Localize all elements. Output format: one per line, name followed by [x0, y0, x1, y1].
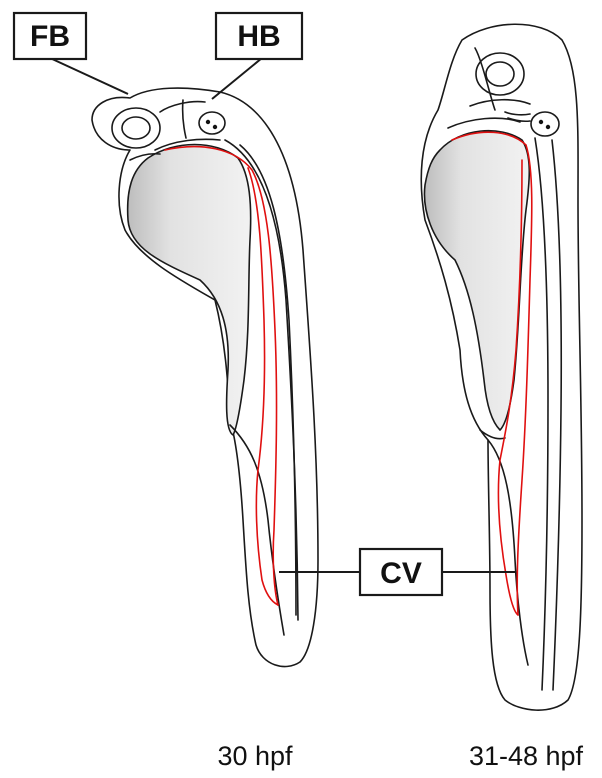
embryo-30hpf-otic-vesicle	[199, 112, 225, 134]
embryo-31-48hpf-otic-vesicle	[531, 112, 559, 136]
stage-label-30hpf: 30 hpf	[217, 741, 293, 771]
hb-leader-line	[212, 58, 262, 99]
stage-label-31-48hpf: 31-48 hpf	[469, 741, 584, 771]
hb-label: HB	[237, 20, 280, 53]
embryo-30hpf	[92, 88, 318, 666]
fb-leader-line	[50, 58, 128, 94]
embryo-31-48hpf	[421, 24, 582, 710]
embryo-30hpf-yolk	[128, 145, 251, 436]
fb-label: FB	[30, 20, 70, 53]
cv-label: CV	[380, 557, 422, 590]
